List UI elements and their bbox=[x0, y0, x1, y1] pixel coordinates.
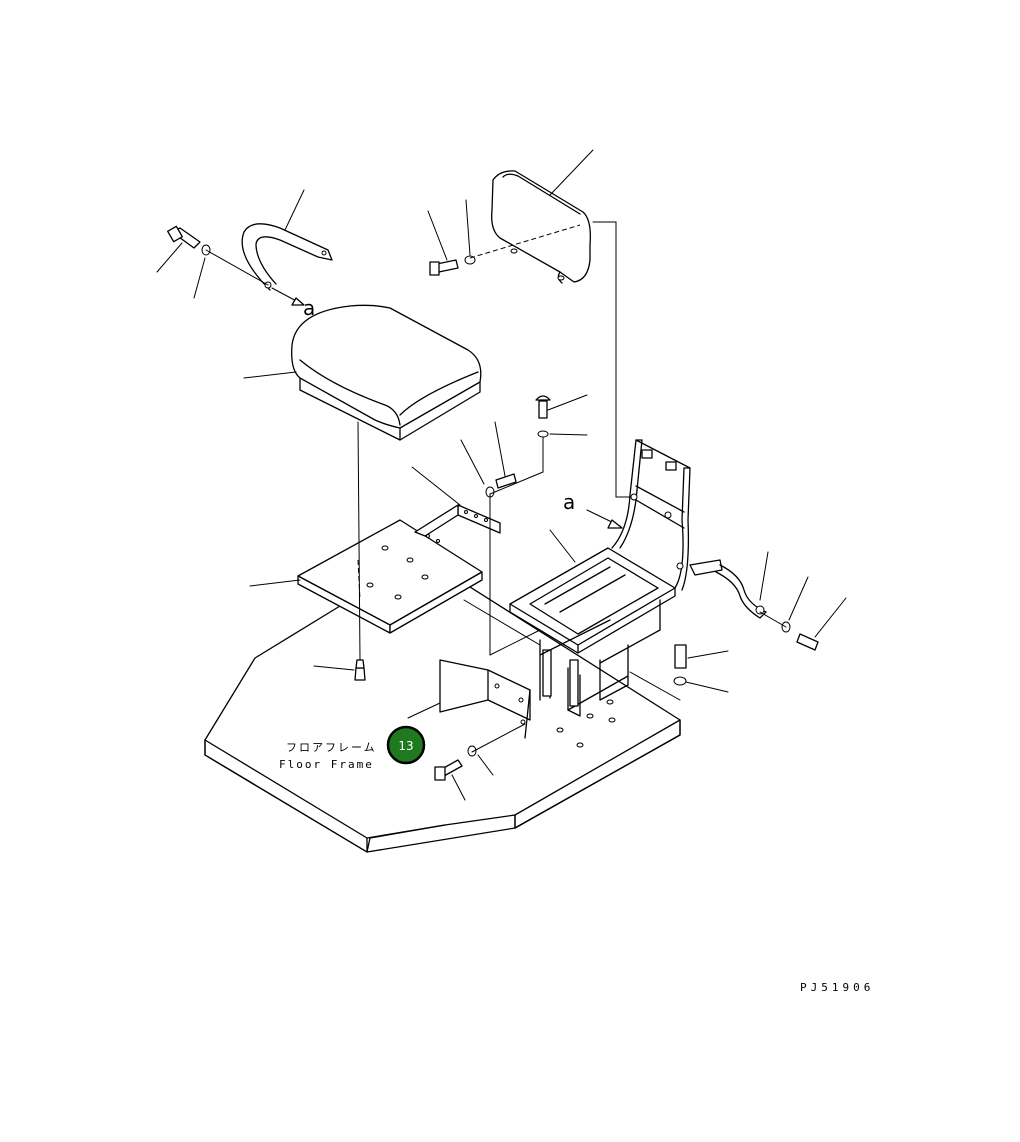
backrest-cushion bbox=[491, 170, 591, 284]
small-bracket bbox=[414, 504, 501, 543]
drawing-code: PJ51906 bbox=[800, 981, 874, 994]
bolt-washer-left bbox=[167, 225, 211, 256]
bolt-bracket bbox=[485, 473, 517, 498]
pin-seat-bottom bbox=[354, 659, 366, 681]
bolt-seat-top bbox=[535, 395, 551, 438]
bolt-floor-front bbox=[434, 745, 477, 781]
floor-bracket bbox=[439, 659, 531, 739]
reference-badge[interactable]: 13 bbox=[386, 725, 426, 765]
belt-right bbox=[689, 559, 767, 619]
floor-frame-label-jp: フロアフレーム bbox=[286, 741, 377, 754]
bolt-washer-right bbox=[781, 621, 819, 651]
callout-letter-right: a bbox=[563, 490, 575, 514]
bolt-washer-backrest bbox=[429, 255, 476, 276]
assembly-lines bbox=[205, 221, 787, 753]
back-frame bbox=[611, 439, 691, 591]
seat-plate bbox=[297, 519, 483, 634]
floor-frame-label-en: Floor Frame bbox=[279, 758, 374, 771]
seat-cushion bbox=[291, 304, 482, 441]
reference-badge-number: 13 bbox=[398, 739, 413, 753]
belt-left bbox=[241, 223, 333, 291]
bolt-frame-right bbox=[673, 644, 687, 686]
callout-leaders bbox=[156, 149, 847, 801]
callout-letter-left: a bbox=[303, 296, 315, 320]
